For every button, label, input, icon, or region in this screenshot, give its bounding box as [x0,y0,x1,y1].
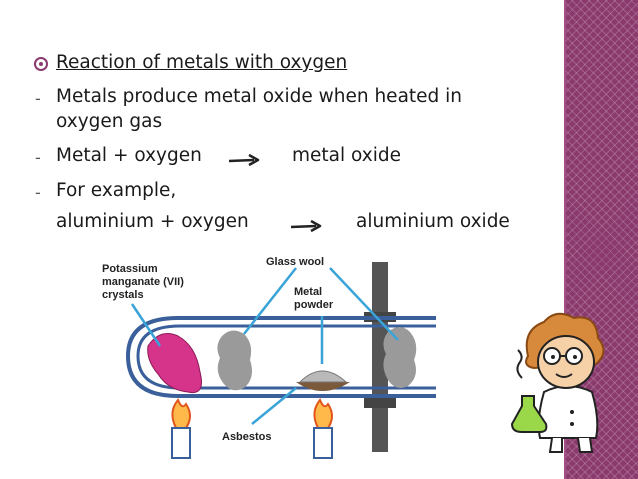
potassium-manganate-crystals [147,333,202,394]
label-potassium-2: manganate (VII) [102,276,184,288]
metal-powder [298,370,348,383]
equation-general-left: Metal + oxygen [56,145,202,166]
label-potassium-1: Potassium [102,263,158,275]
equation-example-right: aluminium oxide [356,211,510,232]
burner-right [313,427,333,459]
combustion-tube-outer [125,316,436,398]
bullet-line-1: Metals produce metal oxide when heated i… [56,86,463,107]
dash-bullet: - [35,89,41,108]
slide-heading: Reaction of metals with oxygen [56,52,347,74]
side-divider [564,0,566,479]
label-asbestos: Asbestos [222,431,272,443]
bullet-line-1-cont: oxygen gas [56,111,163,132]
glass-wool-left [217,330,252,391]
glass-wool-right [383,327,417,388]
label-pointers [130,267,399,425]
arrow-right-icon [290,219,322,233]
asbestos-boat [296,382,350,391]
flame-icon [313,398,333,429]
label-glass-wool: Glass wool [266,256,324,268]
equation-example-left: aluminium + oxygen [56,211,249,232]
dash-bullet: - [35,183,41,202]
heading-text: Reaction of metals with oxygen [56,52,348,73]
circle-bullet-icon [34,57,48,71]
equation-general-right: metal oxide [292,145,401,166]
burner-left [171,427,191,459]
combustion-tube-inner [136,324,436,390]
clamp-bottom [364,398,396,408]
example-intro: For example, [56,180,177,201]
flame-icon [171,398,191,429]
label-potassium-3: crystals [102,289,144,301]
scientist-cartoon-icon [510,312,605,453]
label-powder: powder [294,299,334,311]
dash-bullet: - [35,148,41,167]
arrow-right-icon [228,153,260,167]
label-metal: Metal [294,286,322,298]
